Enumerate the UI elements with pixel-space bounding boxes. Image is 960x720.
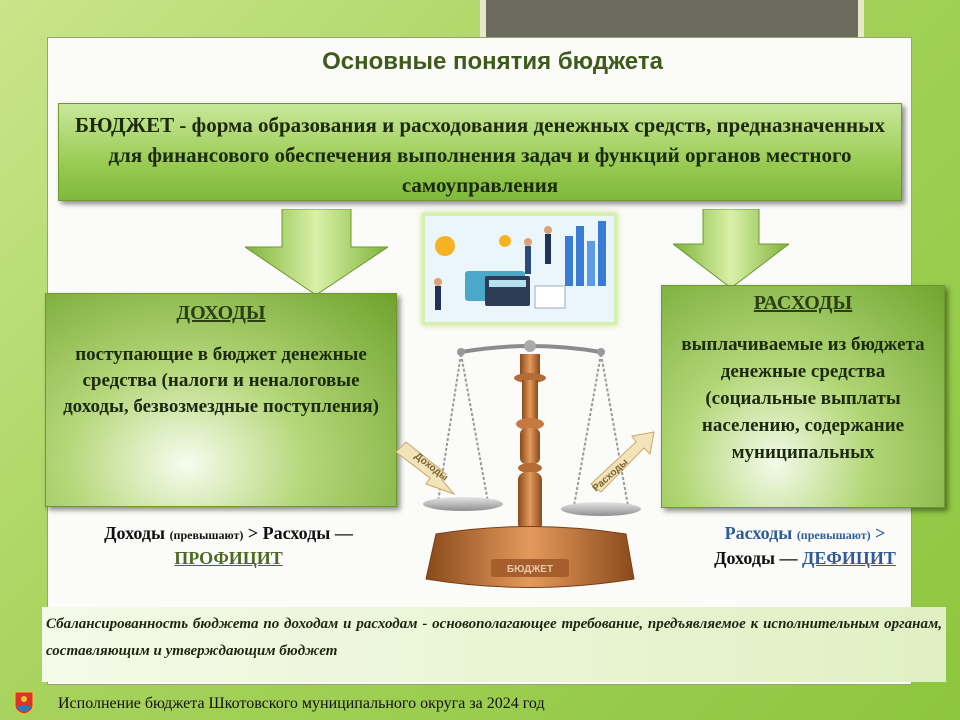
budget-scales-icon: Доходы Расходы БЮДЖЕТ [396,340,655,588]
deficit-expense: Расходы [724,523,793,543]
surplus-income: Доходы [104,523,166,543]
deficit-formula: Расходы (превышают) > Доходы — ДЕФИЦИТ [664,523,946,569]
deficit-result: ДЕФИЦИТ [802,548,896,568]
expense-heading: РАСХОДЫ [753,292,853,314]
budget-definition-box: БЮДЖЕТ - форма образования и расходовани… [58,103,902,201]
surplus-expense: > Расходы — [247,523,353,543]
scale-base-label: БЮДЖЕТ [507,564,553,575]
deficit-exceed: (превышают) [796,528,871,542]
business-illustration [422,213,617,325]
deficit-gt: > [875,523,886,543]
coat-of-arms-icon [14,691,34,715]
expense-description: выплачиваемые из бюджета денежные средст… [681,334,925,463]
surplus-exceed: (превышают) [169,528,244,542]
surplus-result: ПРОФИЦИТ [174,548,283,568]
income-heading: ДОХОДЫ [176,302,266,324]
deficit-income: Доходы — [714,548,798,568]
analytics-illustration-icon [425,216,614,322]
right-down-arrow-icon [673,209,789,288]
left-down-arrow-icon [245,209,388,295]
budget-definition-text: БЮДЖЕТ - форма образования и расходовани… [75,113,885,197]
page-title: Основные понятия бюджета [322,48,663,75]
income-box: ДОХОДЫ поступающие в бюджет денежные сре… [45,293,397,507]
top-decoration-strip [480,0,864,42]
footer-text: Исполнение бюджета Шкотовского муниципал… [58,695,545,712]
balance-statement: Сбалансированность бюджета по доходам и … [42,607,946,682]
income-description: поступающие в бюджет денежные средства (… [63,344,379,417]
surplus-formula: Доходы (превышают) > Расходы — ПРОФИЦИТ [46,523,411,569]
expense-box: РАСХОДЫ выплачиваемые из бюджета денежны… [661,285,945,508]
